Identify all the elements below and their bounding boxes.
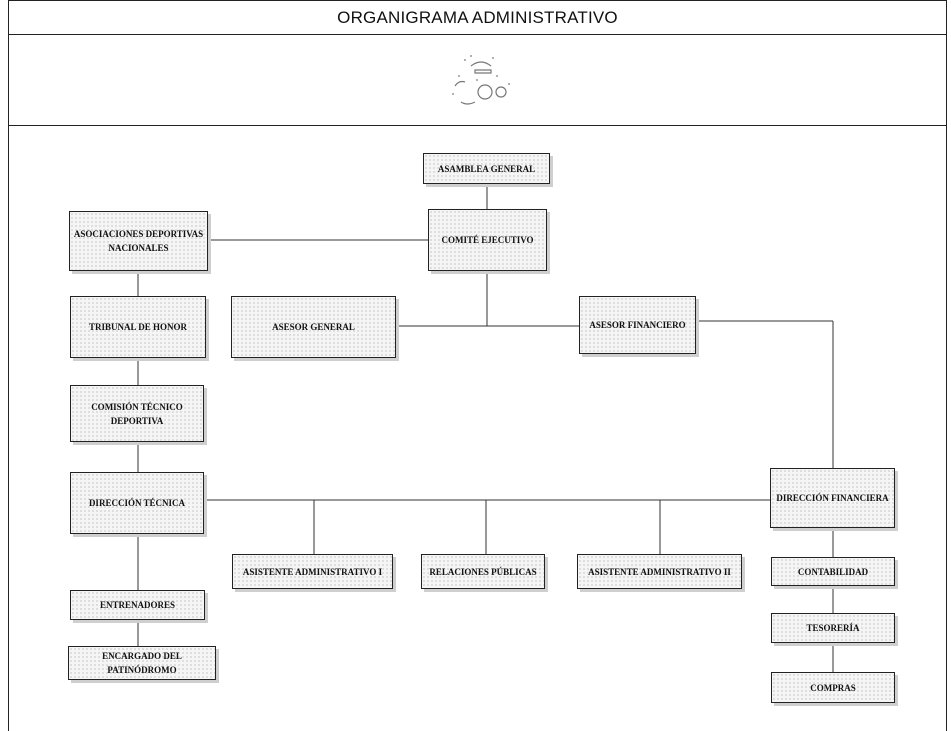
node-asamblea-general: ASAMBLEA GENERAL	[423, 153, 550, 184]
node-contabilidad: CONTABILIDAD	[771, 557, 895, 586]
node-relaciones-publicas: RELACIONES PÚBLICAS	[421, 554, 545, 589]
node-comision-tecnico-deportiva: COMISIÓN TÉCNICO DEPORTIVA	[70, 385, 204, 442]
node-compras: COMPRAS	[771, 672, 895, 703]
node-tribunal-de-honor: TRIBUNAL DE HONOR	[70, 296, 206, 358]
node-asesor-general: ASESOR GENERAL	[231, 296, 396, 358]
node-asistente-administrativo-2: ASISTENTE ADMINISTRATIVO II	[577, 554, 742, 589]
page-title: ORGANIGRAMA ADMINISTRATIVO	[8, 0, 947, 35]
node-entrenadores: ENTRENADORES	[70, 590, 205, 620]
node-tesoreria: TESORERÍA	[771, 613, 895, 643]
node-asesor-financiero: ASESOR FINANCIERO	[579, 296, 696, 354]
node-encargado-patinodromo: ENCARGADO DEL PATINÓDROMO	[68, 646, 216, 680]
node-comite-ejecutivo: COMITÉ EJECUTIVO	[428, 209, 547, 271]
node-direccion-tecnica: DIRECCIÓN TÉCNICA	[70, 472, 204, 534]
federation-logo-icon	[452, 55, 510, 105]
logo-band	[8, 34, 947, 126]
node-asistente-administrativo-1: ASISTENTE ADMINISTRATIVO I	[232, 554, 393, 589]
node-asociaciones-deportivas: ASOCIACIONES DEPORTIVAS NACIONALES	[69, 211, 208, 271]
node-direccion-financiera: DIRECCIÓN FINANCIERA	[770, 468, 895, 528]
